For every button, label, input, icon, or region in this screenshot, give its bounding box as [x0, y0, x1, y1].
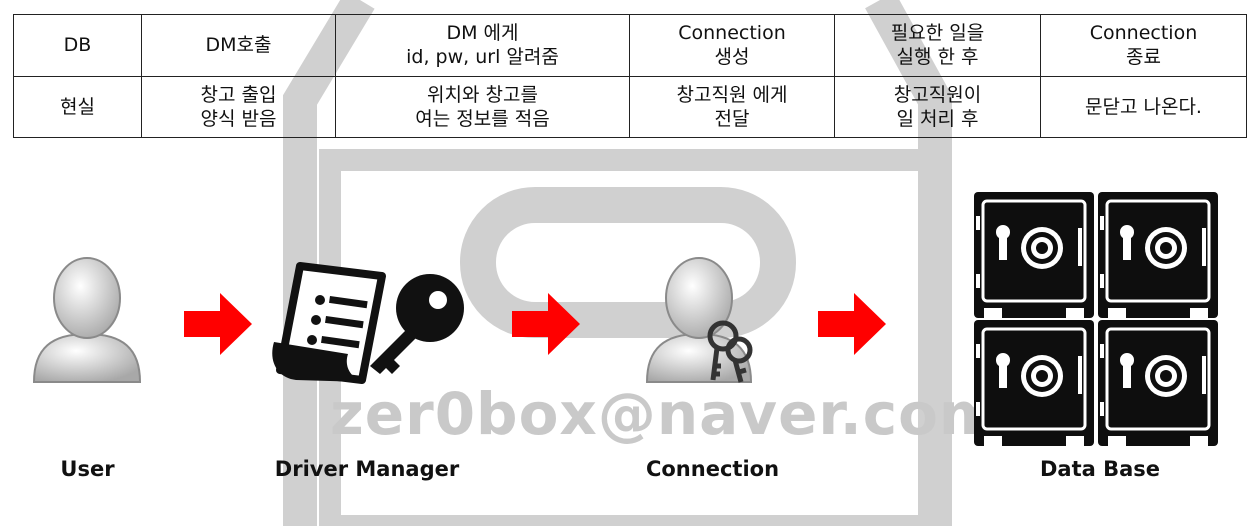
arrow-right-icon	[512, 293, 580, 355]
safe-icon	[972, 190, 1220, 448]
node-label-user: User	[60, 457, 115, 481]
node-label-connection: Connection	[645, 457, 780, 481]
table-cell: Connection 종료	[1040, 14, 1247, 77]
node-label-driver-manager: Driver Manager	[274, 457, 460, 481]
arrow-right-icon	[184, 293, 252, 355]
table-row: DB DM호출 DM 에게 id, pw, url 알려줌 Connection…	[13, 14, 1247, 77]
mapping-table: DB DM호출 DM 에게 id, pw, url 알려줌 Connection…	[13, 14, 1247, 138]
table-cell: 현실	[13, 75, 142, 138]
user-icon	[32, 257, 142, 383]
table-cell: 필요한 일을 실행 한 후	[834, 14, 1041, 77]
table-cell: 위치와 창고를 여는 정보를 적음	[335, 75, 630, 138]
table-cell: DM 에게 id, pw, url 알려줌	[335, 14, 630, 77]
table-cell: 문닫고 나온다.	[1040, 75, 1247, 138]
table-cell: DB	[13, 14, 142, 77]
table-cell: 창고직원 에게 전달	[629, 75, 835, 138]
table-cell: Connection 생성	[629, 14, 835, 77]
table-cell: DM호출	[141, 14, 336, 77]
user-keys-icon	[645, 257, 753, 383]
document-key-icon	[272, 262, 464, 384]
watermark-text: zer0box@naver.com	[330, 380, 1001, 448]
node-label-data-base: Data Base	[1039, 457, 1161, 481]
table-cell: 창고직원이 일 처리 후	[834, 75, 1041, 138]
arrow-right-icon	[818, 293, 886, 355]
table-row: 현실 창고 출입 양식 받음 위치와 창고를 여는 정보를 적음 창고직원 에게…	[13, 75, 1247, 138]
table-cell: 창고 출입 양식 받음	[141, 75, 336, 138]
